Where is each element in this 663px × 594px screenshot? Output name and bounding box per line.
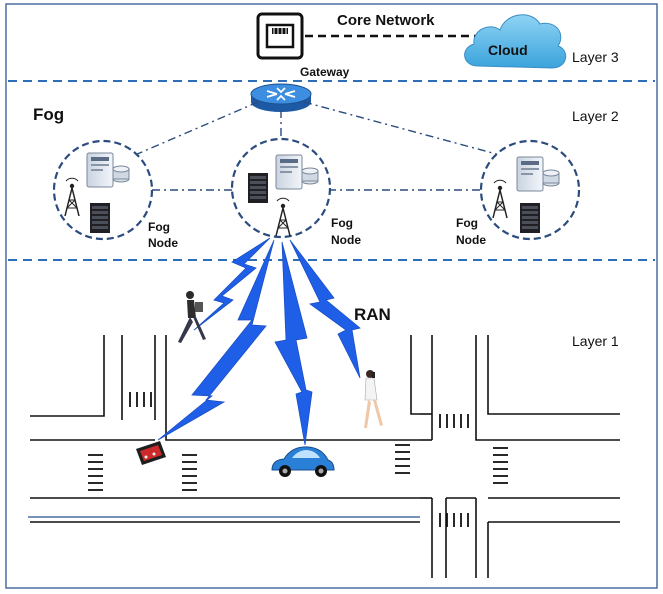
phone-user-icon bbox=[364, 370, 383, 428]
core-network-label: Core Network bbox=[337, 12, 435, 29]
rack-server-icon bbox=[90, 203, 110, 233]
fog-node-right-label-1: Fog bbox=[456, 216, 478, 230]
wireless-links bbox=[157, 237, 361, 446]
cloud-label: Cloud bbox=[488, 42, 528, 58]
lightning-to-device-icon bbox=[157, 239, 275, 441]
ran-label: RAN bbox=[354, 305, 391, 324]
gateway-label: Gateway bbox=[300, 65, 350, 79]
fog-node-center-label-2: Node bbox=[331, 233, 361, 247]
fog-node-left-label-2: Node bbox=[148, 236, 178, 250]
layer2-label: Layer 2 bbox=[572, 108, 619, 124]
lightning-to-phone-user-icon bbox=[289, 239, 361, 379]
fog-links bbox=[134, 101, 501, 191]
rack-server-icon bbox=[248, 173, 268, 203]
pedestrian-icon bbox=[178, 291, 206, 343]
gateway-icon bbox=[256, 12, 304, 60]
fog-label: Fog bbox=[33, 105, 64, 124]
layer3-label: Layer 3 bbox=[572, 49, 619, 65]
street-map bbox=[30, 335, 620, 578]
lightning-to-car-icon bbox=[274, 241, 313, 446]
cloud-icon bbox=[464, 14, 567, 69]
car-icon bbox=[271, 446, 335, 477]
lightning-to-walker-icon bbox=[193, 237, 271, 331]
fog-node-center-label-1: Fog bbox=[331, 216, 353, 230]
iot-device-icon bbox=[136, 441, 166, 465]
fog-node-right-label-2: Node bbox=[456, 233, 486, 247]
fog-node-left-label-1: Fog bbox=[148, 220, 170, 234]
layer1-label: Layer 1 bbox=[572, 333, 619, 349]
rack-server-icon bbox=[520, 203, 540, 233]
router-icon bbox=[250, 83, 312, 112]
crosswalks bbox=[88, 392, 508, 527]
diagram-frame bbox=[5, 3, 658, 589]
